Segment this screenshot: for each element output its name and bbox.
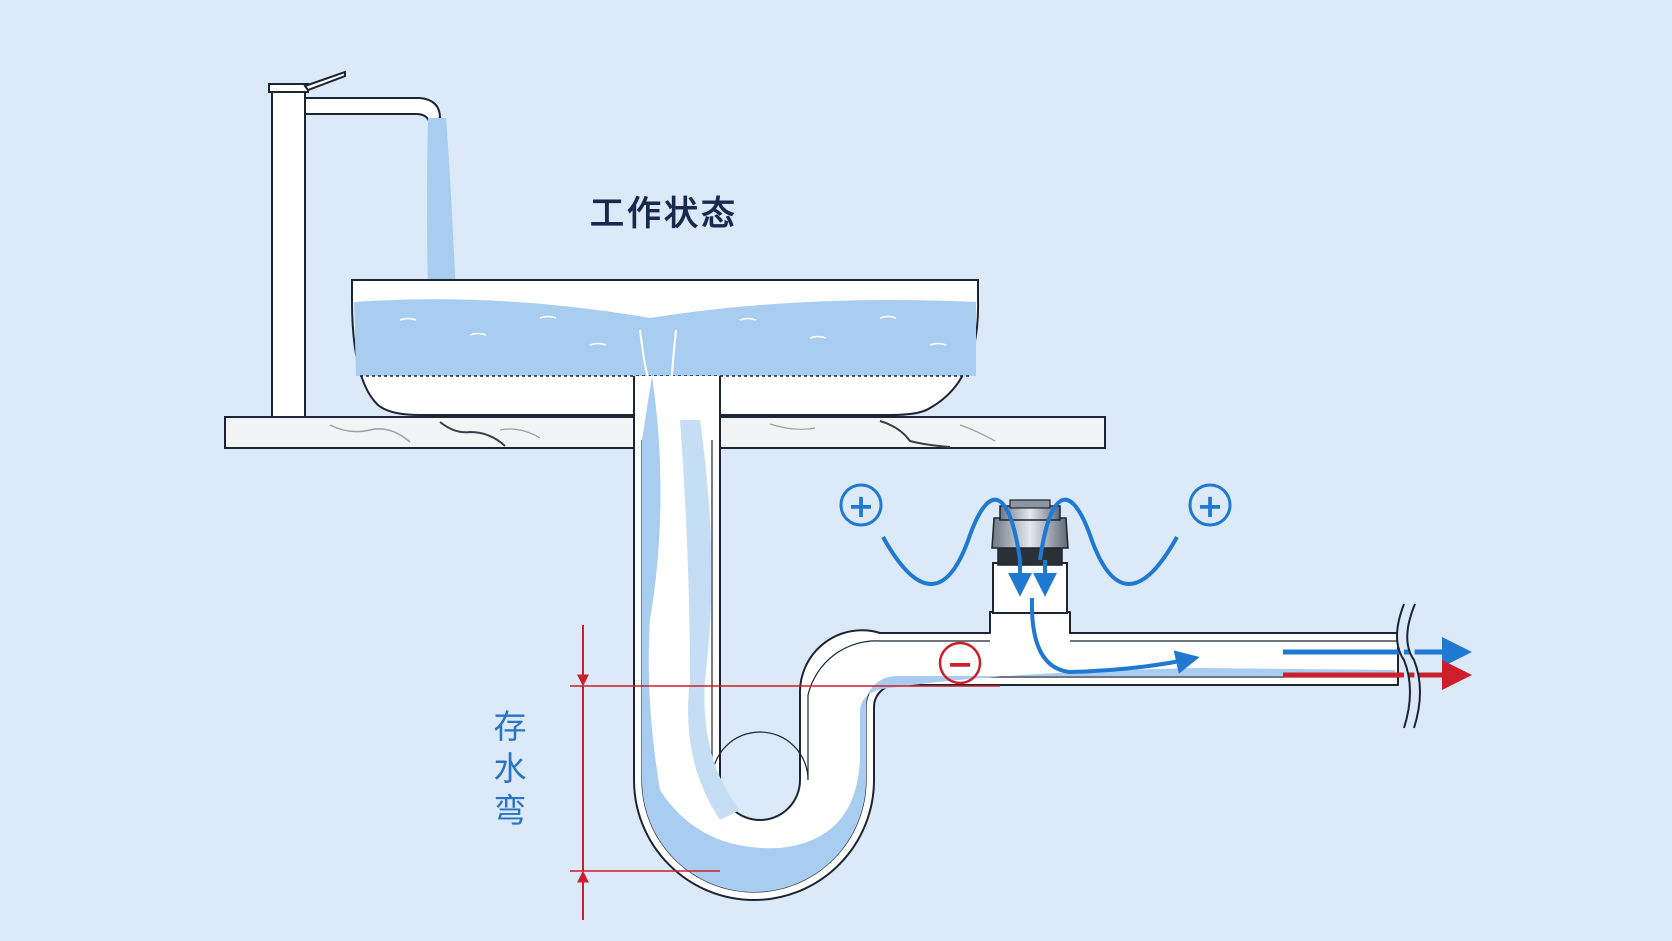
air-admittance-valve-icon (991, 499, 1069, 614)
positive-pressure-symbol-right: + (1188, 483, 1232, 527)
svg-text:+: + (848, 487, 875, 525)
pipe-water (642, 376, 1395, 892)
trap-label-char: 弯 (493, 791, 527, 830)
drain-pipe (633, 376, 1399, 901)
negative-pressure-symbol: − (938, 641, 982, 685)
trap-seal-dimension (570, 625, 1000, 920)
positive-pressure-symbol-left: + (839, 483, 883, 527)
air-flow-wave (881, 497, 1022, 586)
falling-water-stream (427, 118, 456, 300)
diagram-title: 工作状态 (590, 194, 738, 234)
faucet-icon (268, 70, 442, 418)
trap-label: 存 水 弯 (490, 706, 530, 832)
exhaust-arrow-icon (1283, 637, 1472, 690)
pipe-break-mark (1396, 603, 1421, 729)
svg-text:+: + (1197, 487, 1224, 525)
flow-arrow-icon (1029, 597, 1200, 675)
trap-label-char: 存 (493, 707, 527, 746)
wash-basin (351, 279, 980, 416)
svg-text:−: − (947, 645, 974, 683)
trap-label-char: 水 (493, 749, 527, 788)
